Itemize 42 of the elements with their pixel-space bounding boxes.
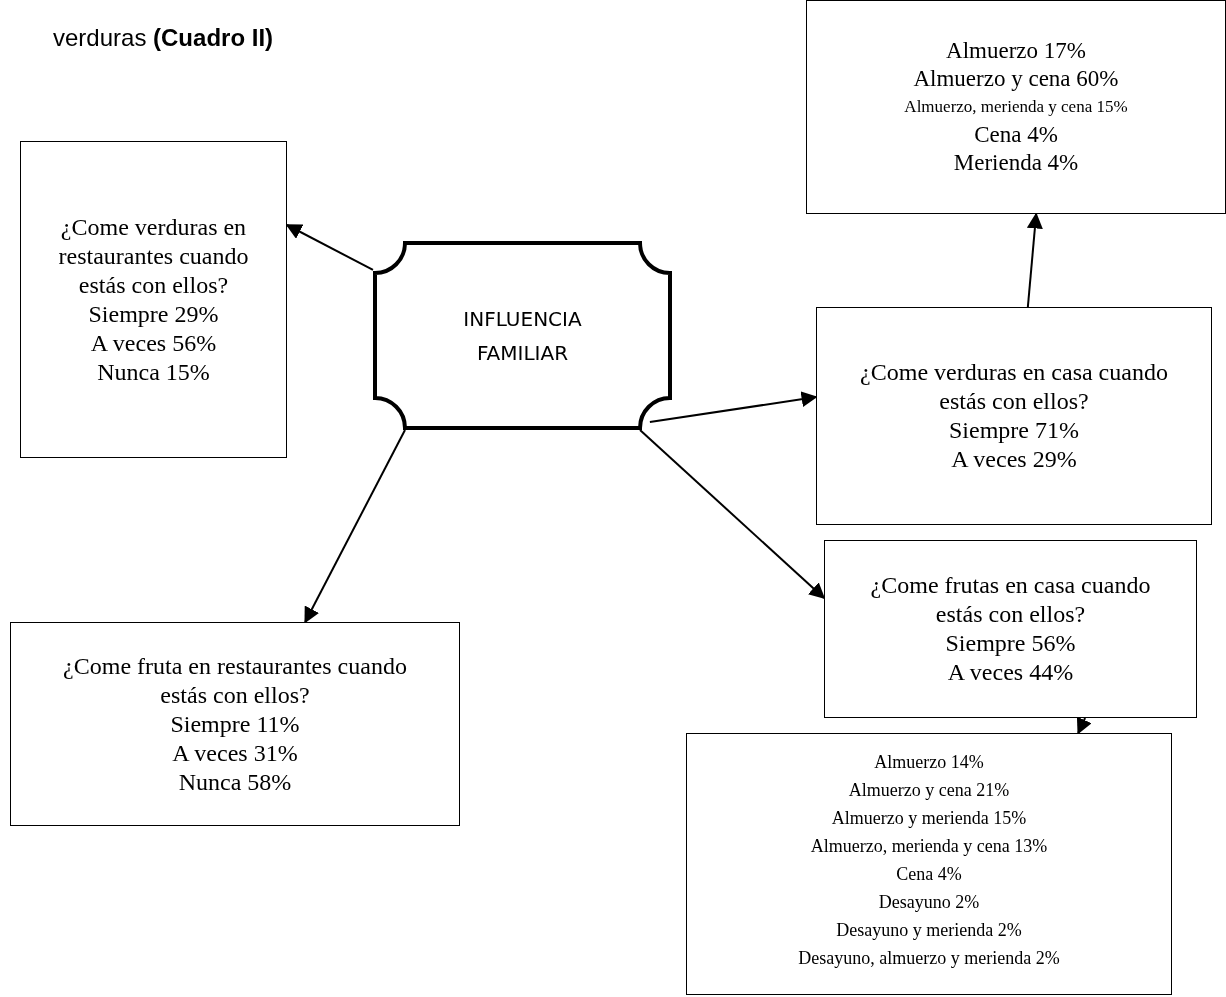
- stat-text: Desayuno y merienda 2%: [836, 919, 1022, 942]
- arrow: [639, 429, 826, 600]
- plaque-shape: [373, 241, 672, 430]
- text-box: [10, 622, 460, 826]
- text-box: [824, 540, 1197, 718]
- stat-text: Nunca 15%: [97, 357, 210, 387]
- arrow: [648, 391, 818, 424]
- stat-text: Siempre 29%: [88, 299, 219, 329]
- stat-text: A veces 31%: [172, 738, 298, 768]
- arrow: [1076, 716, 1092, 735]
- stat-text: A veces 56%: [90, 328, 217, 358]
- stat-text: Almuerzo y merienda 15%: [831, 807, 1027, 830]
- question-text: ¿Come frutas en casa cuando estás con ellos?: [869, 571, 1152, 629]
- stat-text: Siempre 71%: [949, 416, 1079, 445]
- stat-text: Siempre 11%: [170, 709, 300, 739]
- stat-text: Almuerzo, merienda y cena 13%: [810, 835, 1048, 858]
- stat-text: Almuerzo, merienda y cena 15%: [904, 96, 1128, 118]
- stat-text: A veces 44%: [947, 658, 1074, 687]
- text-box: [806, 0, 1226, 214]
- stat-text: Almuerzo y cena 21%: [848, 779, 1010, 802]
- stat-text: Cena 4%: [896, 863, 962, 886]
- stat-text: A veces 29%: [951, 445, 1077, 474]
- title: verduras (Cuadro II): [53, 24, 274, 52]
- node-label: INFLUENCIA FAMILIAR: [462, 305, 583, 367]
- stat-text: Almuerzo 17%: [946, 37, 1086, 65]
- stat-text: Almuerzo y cena 60%: [913, 65, 1119, 93]
- stat-text: Siempre 56%: [945, 629, 1076, 658]
- text-box: [816, 307, 1212, 525]
- question-text: ¿Come verduras en restaurantes cuando estás con ellos?: [57, 212, 250, 300]
- arrow: [1026, 212, 1043, 308]
- text-box: [20, 141, 287, 458]
- question-text: ¿Come verduras en casa cuando estás con ellos?: [859, 358, 1169, 416]
- stat-text: Almuerzo 14%: [874, 751, 984, 774]
- arrow: [285, 224, 374, 271]
- stat-text: Cena 4%: [974, 121, 1058, 149]
- stat-text: Nunca 58%: [178, 767, 292, 797]
- text-box: [686, 733, 1172, 995]
- stat-text: Desayuno 2%: [878, 891, 980, 914]
- question-text: ¿Come fruta en restaurantes cuando estás con ellos?: [62, 651, 408, 710]
- stat-text: Merienda 4%: [953, 149, 1079, 177]
- stat-text: Desayuno, almuerzo y merienda 2%: [798, 947, 1060, 970]
- arrow: [304, 429, 406, 624]
